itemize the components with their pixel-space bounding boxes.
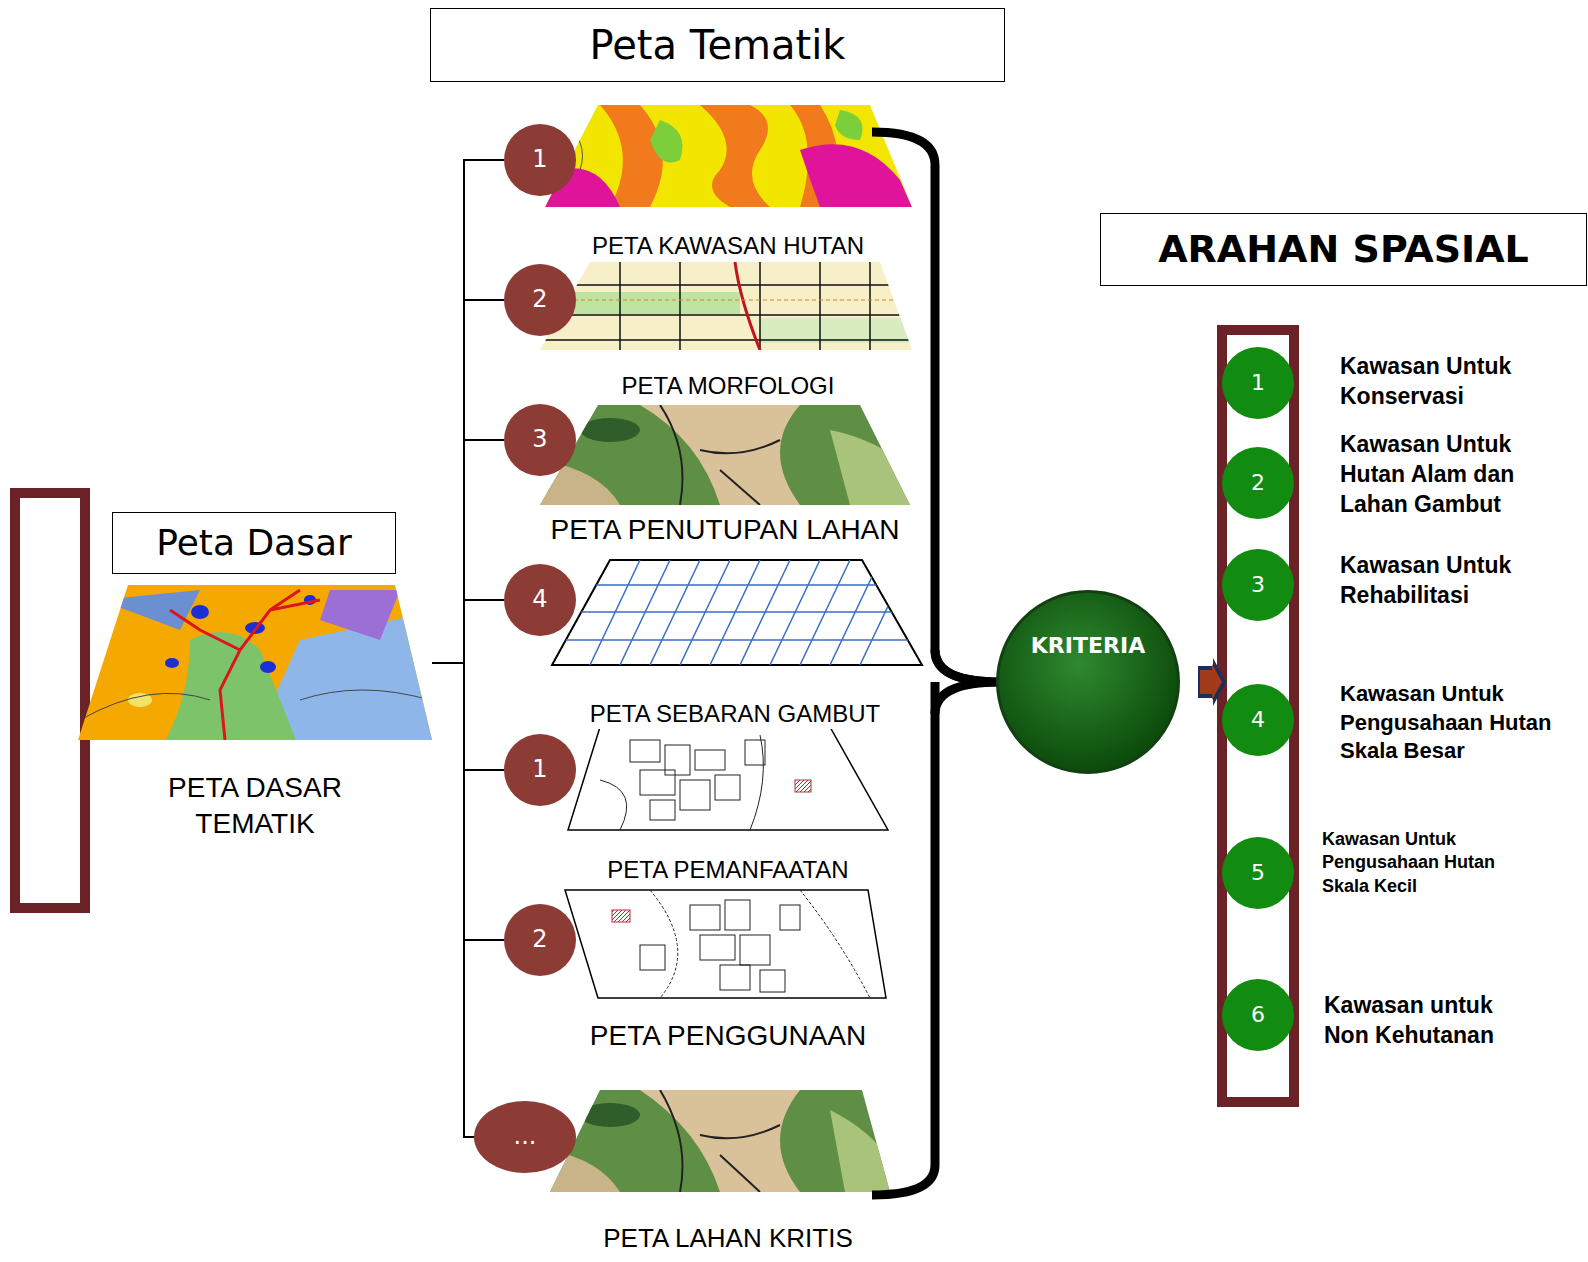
class-number: 1: [1222, 347, 1294, 419]
output-header: ARAHAN SPASIAL: [1100, 213, 1587, 286]
map-number: ...: [474, 1101, 576, 1173]
node-text: 5: [1251, 859, 1265, 888]
node-text: ARAHAN SPASIAL: [1158, 225, 1529, 274]
node-text: 3: [532, 424, 547, 455]
class-number: 2: [1222, 447, 1294, 519]
bracket: [872, 132, 1000, 1195]
bracket-tip: [935, 650, 1000, 714]
criteria-circle: KRITERIA: [996, 590, 1180, 774]
map-label: PETA PEMANFAATAN: [604, 854, 851, 885]
class-label: Kawasan Untuk Pengusahaan Hutan Skala Ke…: [1322, 828, 1522, 898]
map-label: PETA PENUTUPAN LAHAN: [547, 512, 902, 548]
node-text: 2: [1251, 469, 1265, 498]
class-number: 6: [1222, 979, 1294, 1051]
class-number: 4: [1222, 684, 1294, 756]
map-forest-area: [540, 100, 920, 210]
class-label: Kawasan untuk Non Kehutanan: [1324, 991, 1504, 1051]
class-label: Kawasan Untuk Hutan Alam dan Lahan Gambu…: [1340, 430, 1540, 520]
node-text: 2: [532, 924, 547, 955]
connector: [432, 663, 504, 770]
class-label: Kawasan Untuk Pengusahaan Hutan Skala Be…: [1340, 680, 1580, 766]
map-critical-land: [545, 1085, 895, 1195]
map-number: 1: [504, 734, 576, 806]
map-label: PETA MORFOLOGI: [619, 370, 838, 401]
map-utilization: [568, 727, 888, 830]
node-text: PETA DASAR TEMATIK: [135, 770, 375, 843]
node-text: Peta Dasar: [156, 520, 352, 567]
connector: [432, 300, 504, 663]
connector: [432, 160, 504, 663]
map-number: 2: [504, 904, 576, 976]
node-text: 4: [532, 584, 547, 615]
map-peat: [552, 560, 922, 665]
map-label: PETA SEBARAN GAMBUT: [587, 698, 883, 729]
map-number: 2: [504, 264, 576, 336]
node-text: 1: [532, 754, 547, 785]
map-land-cover: [535, 400, 915, 510]
base-map-box: Peta Dasar: [112, 512, 396, 574]
node-outline: [996, 590, 1180, 774]
map-number: 1: [504, 124, 576, 196]
base-map: [70, 580, 440, 750]
map-label: PETA PENGGUNAAN: [587, 1018, 869, 1054]
node-text: 1: [1251, 369, 1265, 398]
map-number: 3: [504, 404, 576, 476]
connector: [432, 440, 504, 663]
node-text: 2: [532, 284, 547, 315]
base-map: PETA DASAR TEMATIK: [78, 585, 432, 855]
class-label: Kawasan Untuk Rehabilitasi: [1340, 551, 1540, 611]
connector: [432, 663, 474, 1137]
node-text: ...: [514, 1121, 537, 1152]
output-arrow: [1198, 658, 1226, 706]
title-box: Peta Tematik: [430, 8, 1005, 82]
map-label: PETA LAHAN KRITIS: [600, 1222, 855, 1256]
connector: [432, 600, 504, 663]
connector: [432, 663, 504, 940]
map-number: 4: [504, 564, 576, 636]
node-text: Peta Tematik: [590, 19, 846, 71]
node-text: 4: [1251, 706, 1265, 735]
frame-right: [1222, 330, 1294, 1102]
frame-left: [15, 493, 85, 908]
map-use: [565, 890, 886, 998]
node-text: 3: [1251, 571, 1265, 600]
map-label: PETA KAWASAN HUTAN: [589, 230, 867, 261]
class-label: Kawasan Untuk Konservasi: [1340, 352, 1540, 412]
class-number: 3: [1222, 549, 1294, 621]
map-morphology: [535, 258, 915, 353]
node-text: 1: [532, 144, 547, 175]
class-number: 5: [1222, 837, 1294, 909]
node-text: 6: [1251, 1001, 1265, 1030]
node-text: KRITERIA: [1031, 632, 1145, 661]
